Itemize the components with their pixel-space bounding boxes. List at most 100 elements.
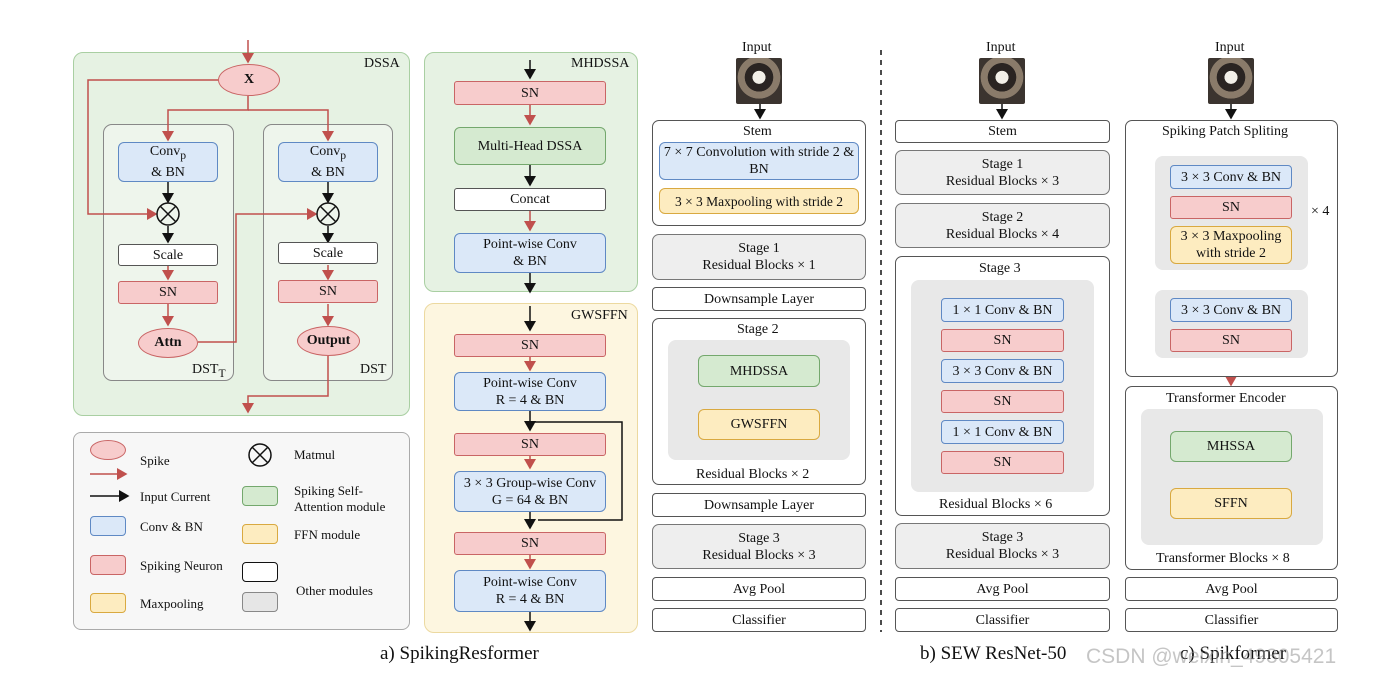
caption-b: b) SEW ResNet-50 — [920, 643, 1067, 664]
dst-label: DST — [360, 362, 387, 377]
sew-stage3b-l2: Residual Blocks × 3 — [945, 547, 1060, 562]
dst-t-label: DSTT — [192, 362, 226, 380]
spikformer-avgpool: Avg Pool — [1125, 577, 1338, 601]
watermark: CSDN @weixin_49305421 — [1086, 645, 1337, 668]
sew-sn-3: SN — [941, 451, 1064, 474]
conv-label: Conv — [149, 144, 181, 160]
sn-right: SN — [278, 280, 378, 303]
spikformer-classifier: Classifier — [1125, 608, 1338, 632]
spikformer-encoder-inner — [1141, 409, 1323, 545]
resformer-classifier: Classifier — [652, 608, 866, 632]
sew-input-label: Input — [986, 40, 1016, 55]
spikformer-blocks: Transformer Blocks × 8 — [1156, 551, 1290, 566]
mhdssa-multihead: Multi-Head DSSA — [454, 127, 606, 165]
legend-matmul: Matmul — [294, 447, 336, 462]
maxpool-l2: with stride 2 — [1196, 246, 1266, 261]
legend-ffn-swatch — [242, 524, 278, 544]
pw-l2: & BN — [513, 254, 547, 269]
spikformer-input-label: Input — [1215, 40, 1245, 55]
sew-stage3b-l1: Stage 3 — [981, 530, 1024, 545]
sew-sn-1: SN — [941, 329, 1064, 352]
legend-ssa: Spiking Self-Attention module — [294, 483, 386, 514]
resformer-downsample-1: Downsample Layer — [652, 287, 866, 311]
sew-stage2-l1: Stage 2 — [981, 209, 1024, 225]
conv-bn-label: & BN — [311, 164, 345, 180]
sew-conv1a: 1 × 1 Conv & BN — [941, 298, 1064, 322]
spikformer-encoder: Transformer Encoder — [1166, 391, 1286, 406]
resformer-stage1: Stage 1 Residual Blocks × 1 — [652, 234, 866, 280]
pw2-l1: Point-wise Conv — [483, 575, 577, 590]
stage1-l2: Residual Blocks × 1 — [702, 258, 816, 273]
resformer-downsample-2: Downsample Layer — [652, 493, 866, 517]
resformer-avgpool: Avg Pool — [652, 577, 866, 601]
sew-conv1b: 1 × 1 Conv & BN — [941, 420, 1064, 444]
spikformer-sn-2: SN — [1170, 329, 1292, 352]
mhdssa-concat: Concat — [454, 188, 606, 211]
caption-c: c) Spikformer — [1180, 643, 1287, 664]
resformer-maxpool: 3 × 3 Maxpooling with stride 2 — [659, 188, 859, 214]
sew-stage2-l2: Residual Blocks × 4 — [945, 226, 1060, 242]
legend-ssa-swatch — [242, 486, 278, 506]
spikformer-times4: × 4 — [1311, 204, 1330, 219]
gwsffn-sn-3: SN — [454, 532, 606, 555]
pw-l1: Point-wise Conv — [483, 237, 577, 252]
maxpool-l1: 3 × 3 Maxpooling — [1180, 229, 1282, 244]
legend-conv-bn: Conv & BN — [140, 519, 203, 534]
spikformer-maxpool: 3 × 3 Maxpooling with stride 2 — [1170, 226, 1292, 264]
conv-sub: p — [180, 148, 187, 162]
resformer-conv7: 7 × 7 Convolution with stride 2 & BN — [659, 142, 859, 180]
spikformer-mhssa: MHSSA — [1170, 431, 1292, 462]
gwsffn-title: GWSFFN — [571, 308, 628, 323]
conv-p-right: Convp & BN — [278, 142, 378, 182]
legend-maxpooling: Maxpooling — [140, 596, 204, 611]
resformer-mhdssa: MHDSSA — [698, 355, 820, 387]
legend-input-current: Input Current — [140, 489, 211, 504]
stage1-l1: Stage 1 — [738, 241, 780, 256]
resformer-stage2: Stage 2 — [737, 322, 779, 337]
sew-stage3b: Stage 3 Residual Blocks × 3 — [895, 523, 1110, 569]
legend-maxpool-swatch — [90, 593, 126, 613]
resformer-stem: Stem — [743, 124, 772, 139]
sew-stage3-blocks: Residual Blocks × 6 — [939, 497, 1053, 512]
scale-right: Scale — [278, 242, 378, 264]
dst-t-text: DST — [192, 362, 219, 377]
attn-node: Attn — [138, 328, 198, 358]
stage3-l2: Residual Blocks × 3 — [702, 547, 816, 563]
resformer-stage2-blocks: Residual Blocks × 2 — [696, 467, 810, 482]
stage3-l1: Stage 3 — [738, 530, 780, 546]
dssa-title: DSSA — [364, 56, 400, 71]
resformer-gwsffn: GWSFFN — [698, 409, 820, 440]
sn-left: SN — [118, 281, 218, 304]
gw-l1: 3 × 3 Group-wise Conv — [463, 475, 597, 491]
spikformer-conv3-2: 3 × 3 Conv & BN — [1170, 298, 1292, 322]
legend-other-white-swatch — [242, 562, 278, 582]
caption-a: a) SpikingResformer — [380, 643, 539, 664]
spikformer-sps: Spiking Patch Spliting — [1162, 124, 1289, 139]
sew-classifier: Classifier — [895, 608, 1110, 632]
spikformer-sffn: SFFN — [1170, 488, 1292, 519]
sew-stage1-l1: Stage 1 — [981, 156, 1024, 172]
pw1-l2: R = 4 & BN — [495, 392, 565, 408]
dst-t-sub: T — [218, 366, 226, 380]
mhdssa-sn: SN — [454, 81, 606, 105]
pw1-l1: Point-wise Conv — [483, 375, 577, 391]
sew-stem: Stem — [895, 120, 1110, 143]
legend-ffn: FFN module — [294, 527, 361, 542]
legend-panel — [73, 432, 410, 630]
legend-sn-swatch — [90, 555, 126, 575]
output-node: Output — [297, 326, 360, 356]
legend-spiking-neuron: Spiking Neuron — [140, 558, 223, 573]
x-input-node: X — [218, 64, 280, 96]
conv-sub: p — [340, 148, 347, 162]
sew-stage1-l2: Residual Blocks × 3 — [945, 173, 1060, 189]
conv-label: Conv — [309, 144, 341, 160]
mhdssa-title: MHDSSA — [571, 56, 630, 71]
sew-conv3: 3 × 3 Conv & BN — [941, 359, 1064, 383]
sew-sn-2: SN — [941, 390, 1064, 413]
spikformer-input-image — [1208, 58, 1254, 104]
